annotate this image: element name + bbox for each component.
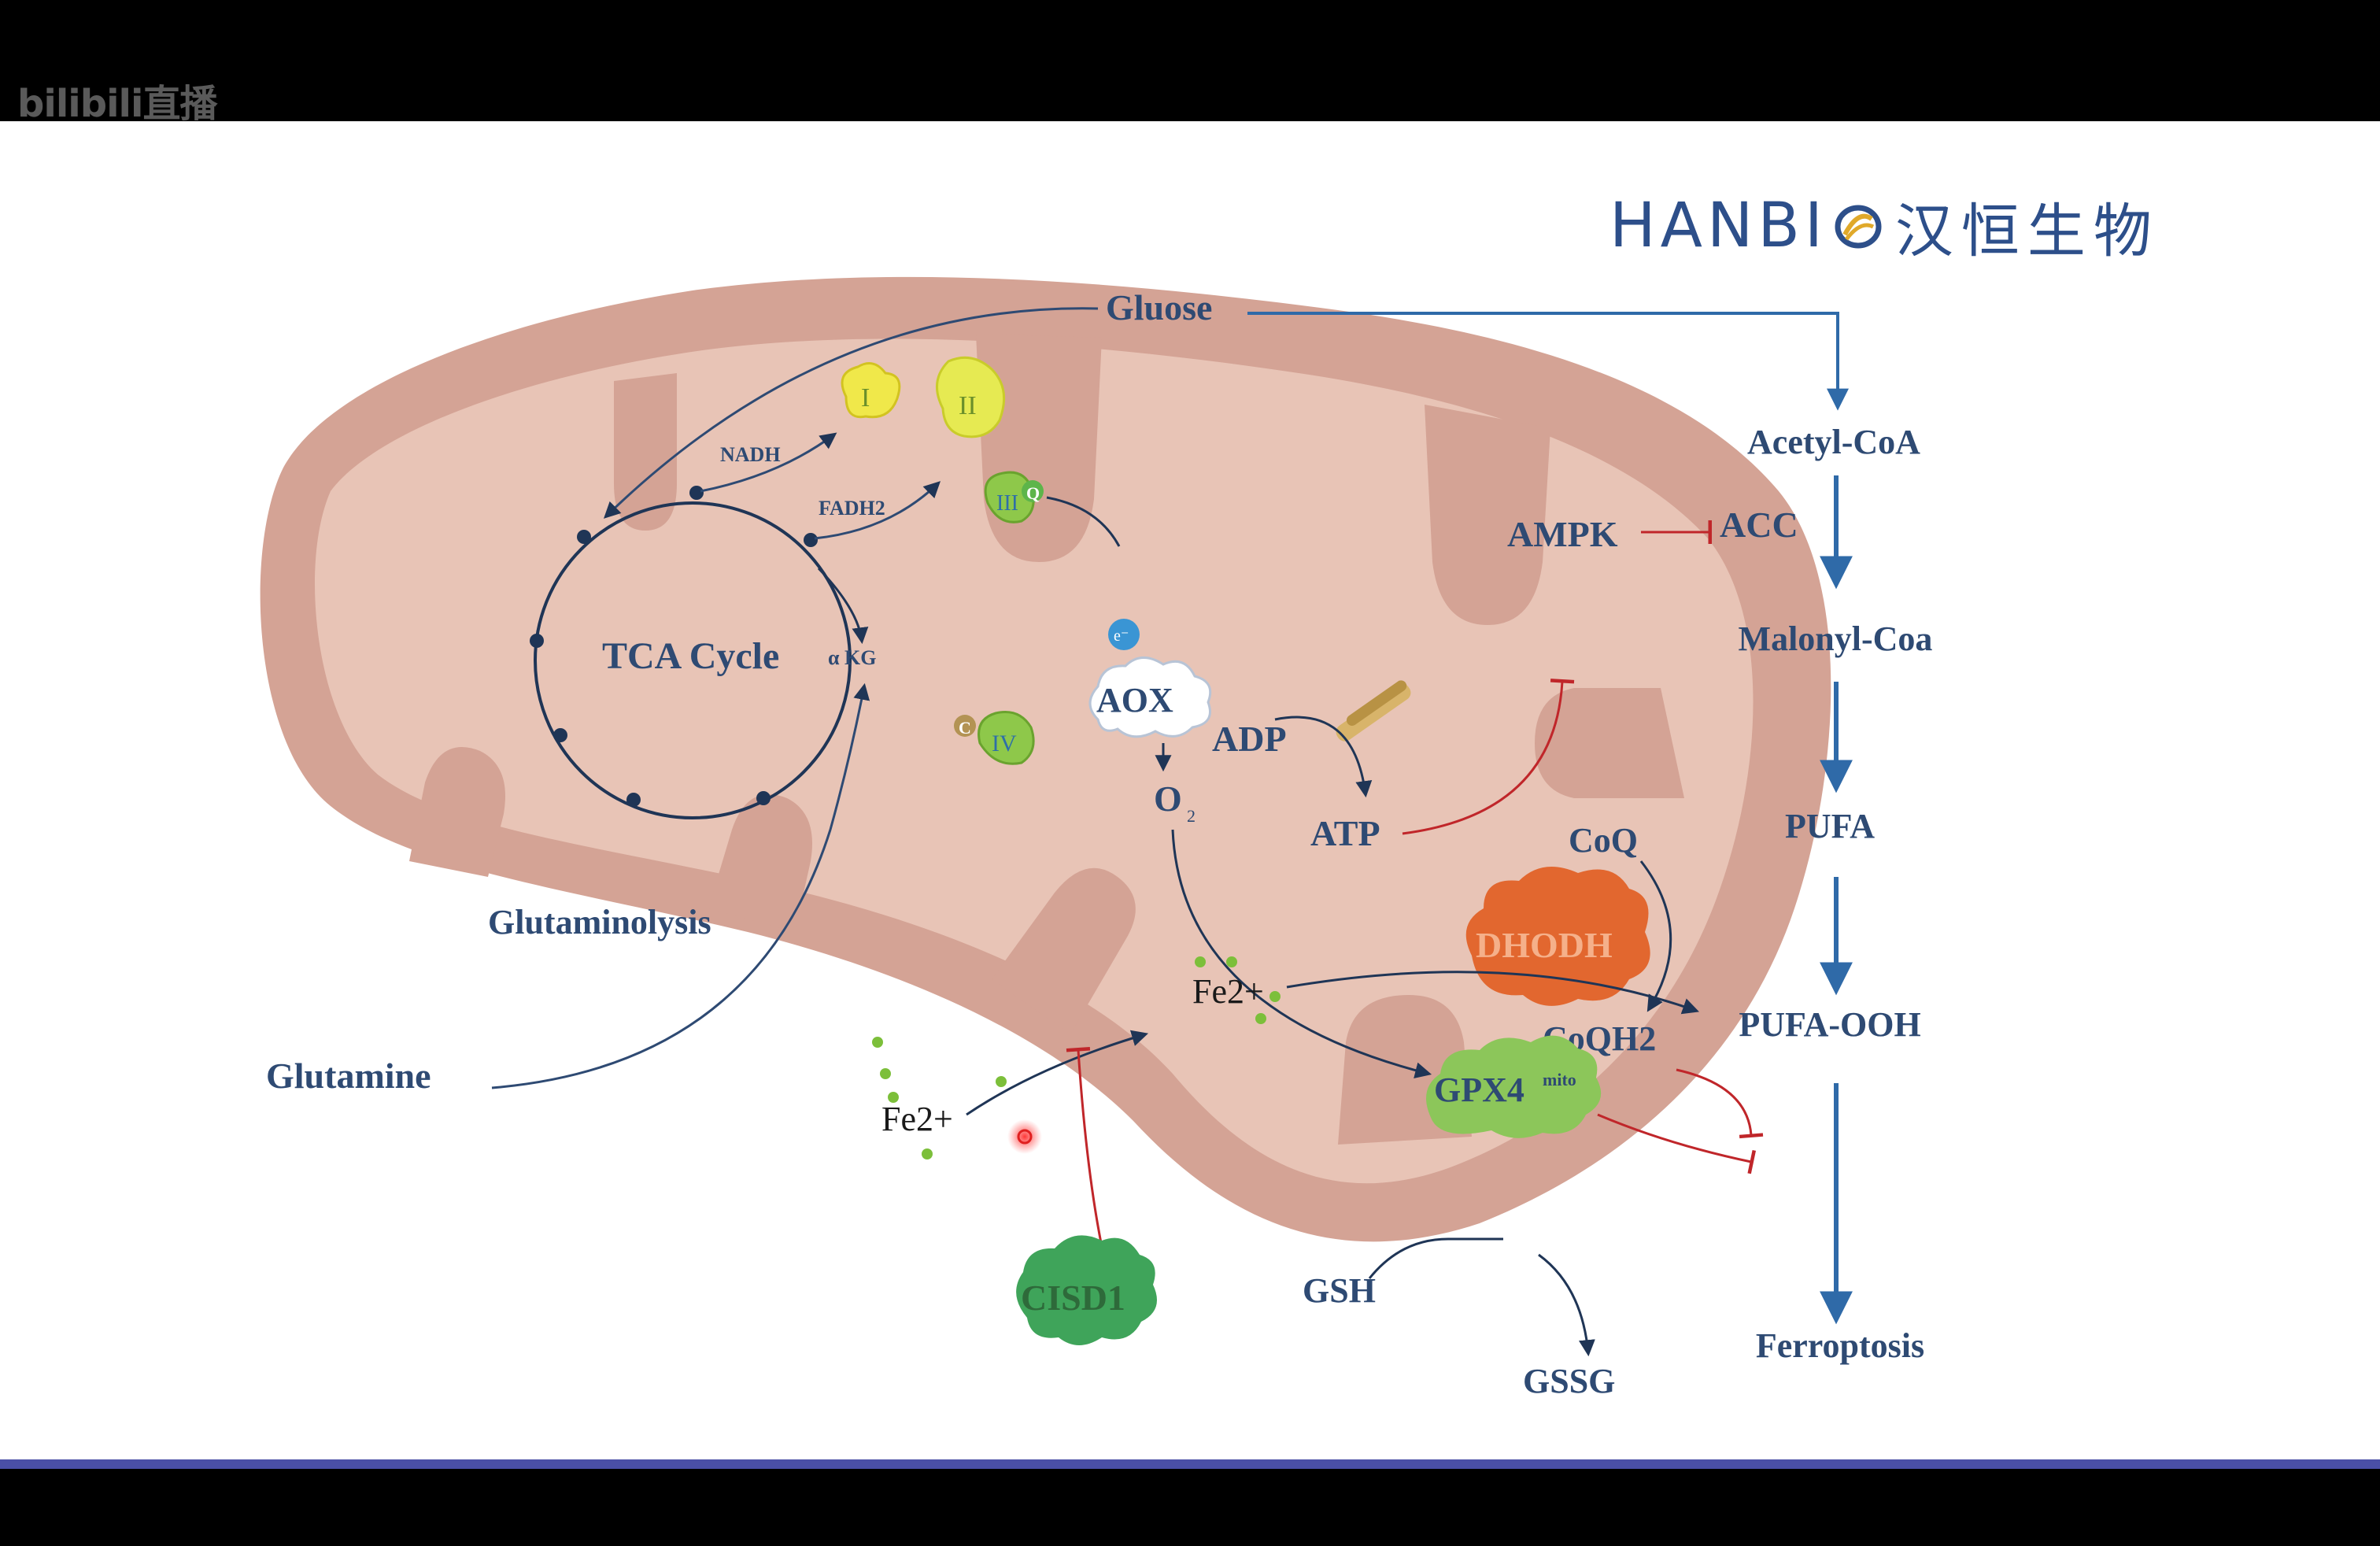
o2-subscript: 2 xyxy=(1187,806,1196,826)
pufa-label: PUFA xyxy=(1785,807,1875,845)
gluose-label: Gluose xyxy=(1106,287,1212,327)
glutamine-to-akg-arrow xyxy=(491,682,870,1089)
ferroptosis-diagram: TCA Cycle α KG Gluose Acetyl-CoA ACC Mal… xyxy=(260,276,1933,1400)
glutaminolysis-label: Glutaminolysis xyxy=(488,903,711,941)
logo-text: HANBI xyxy=(1609,190,1828,261)
complex-i-icon: I xyxy=(841,362,901,419)
crista xyxy=(614,373,677,531)
slide: HANBI 汉恒生物 xyxy=(0,121,2380,1459)
complex-iv-icon: IV xyxy=(978,711,1035,765)
atp-synthase-icon xyxy=(1336,680,1411,742)
tca-nodes xyxy=(530,486,818,807)
gpx4-superscript: mito xyxy=(1543,1070,1576,1089)
aox-cloud: AOX xyxy=(1088,656,1212,738)
gluose-to-acetylcoa-arrow xyxy=(1247,312,1849,411)
gpx4-inhibits-pufaooh xyxy=(1597,1113,1757,1174)
crista xyxy=(976,334,1102,562)
hanbio-logo: HANBI 汉恒生物 xyxy=(1609,190,2160,265)
fadh2-label: FADH2 xyxy=(819,497,885,520)
complex-ii-icon: II xyxy=(935,356,1006,438)
gssg-label: GSSG xyxy=(1523,1362,1615,1400)
aox-label: AOX xyxy=(1096,681,1173,719)
electron-label: e⁻ xyxy=(1114,627,1129,645)
gpx4-label: GPX4 xyxy=(1434,1071,1524,1109)
gsh-to-gssg-arrow xyxy=(1538,1253,1595,1357)
gluose-to-tca-arrow xyxy=(603,307,1099,519)
acc-label: ACC xyxy=(1720,505,1798,545)
dhodh-cloud: DHODH xyxy=(1465,867,1650,1006)
cisd1-cloud: CISD1 xyxy=(1016,1235,1157,1345)
slide-bottom-border xyxy=(0,1459,2380,1469)
gsh-label: GSH xyxy=(1303,1271,1376,1310)
iron-dots-outside xyxy=(872,1037,1007,1160)
ampk-label: AMPK xyxy=(1507,514,1618,554)
ferroptosis-label: Ferroptosis xyxy=(1756,1326,1924,1365)
coq-to-coqh2-arrow xyxy=(1639,860,1672,1012)
tca-cycle-label: TCA Cycle xyxy=(602,635,779,677)
watermark: bilibili直播 xyxy=(17,82,217,126)
gpx4-cloud: GPX4 mito xyxy=(1426,1035,1602,1138)
crista xyxy=(708,794,812,932)
adp-to-atp-arrow xyxy=(1274,716,1373,798)
malonyl-coa-label: Malonyl-Coa xyxy=(1739,620,1933,658)
crista xyxy=(1535,688,1684,798)
pufa-ooh-label: PUFA-OOH xyxy=(1739,1005,1920,1044)
nadh-arrow xyxy=(700,432,837,493)
bottom-black-bar xyxy=(0,1469,2380,1546)
logo-cn: 汉恒生物 xyxy=(1894,197,2160,265)
q-to-aox-line xyxy=(1046,496,1121,547)
logo-helix-icon xyxy=(1835,205,1882,249)
acetyl-coa-label: Acetyl-CoA xyxy=(1747,423,1920,461)
crista xyxy=(409,747,505,877)
atp-label: ATP xyxy=(1310,813,1380,853)
iron-dots-inside xyxy=(1195,956,1281,1024)
o2-label: O xyxy=(1154,779,1182,819)
fe2-to-pufaooh-arrow xyxy=(1286,971,1699,1015)
fe2-outside-to-inside-arrow xyxy=(966,1030,1149,1116)
gsh-line xyxy=(1368,1237,1503,1279)
crista xyxy=(992,867,1136,1034)
ros-ring xyxy=(1017,1129,1033,1145)
glutamine-label: Glutamine xyxy=(266,1056,431,1096)
coq-label: CoQ xyxy=(1569,821,1638,860)
akg-label: α KG xyxy=(828,646,876,669)
c-label: C xyxy=(959,718,971,738)
electron-icon xyxy=(1108,619,1140,650)
fe2-inside-label: Fe2+ xyxy=(1192,972,1264,1011)
fadh2-arrow xyxy=(814,481,941,540)
complex-ii-label: II xyxy=(959,391,977,420)
atp-inhibits-ampk xyxy=(1402,679,1575,835)
complex-i-label: I xyxy=(861,383,870,412)
q-icon xyxy=(1022,480,1044,502)
mitochondrion-inner xyxy=(315,338,1754,1184)
tca-arrow xyxy=(817,567,869,645)
cisd1-label: CISD1 xyxy=(1021,1278,1125,1318)
q-label: Q xyxy=(1026,483,1040,503)
cisd1-inhibits-fe xyxy=(1066,1047,1103,1248)
top-black-bar: bilibili直播 xyxy=(0,0,2380,126)
dhodh-label: DHODH xyxy=(1476,925,1613,965)
nadh-label: NADH xyxy=(720,443,781,466)
fe2-outside-label: Fe2+ xyxy=(881,1100,953,1138)
complex-iv-label: IV xyxy=(992,730,1017,756)
o2-arrow xyxy=(1171,829,1432,1079)
coqh2-inhibits-pufaooh xyxy=(1676,1068,1764,1139)
adp-label: ADP xyxy=(1212,719,1287,759)
ros-icon xyxy=(1007,1119,1042,1154)
crista xyxy=(1425,405,1550,625)
tca-cycle-circle xyxy=(534,501,852,819)
complex-iii-label: III xyxy=(996,491,1018,516)
cytochrome-c-icon xyxy=(954,715,976,737)
